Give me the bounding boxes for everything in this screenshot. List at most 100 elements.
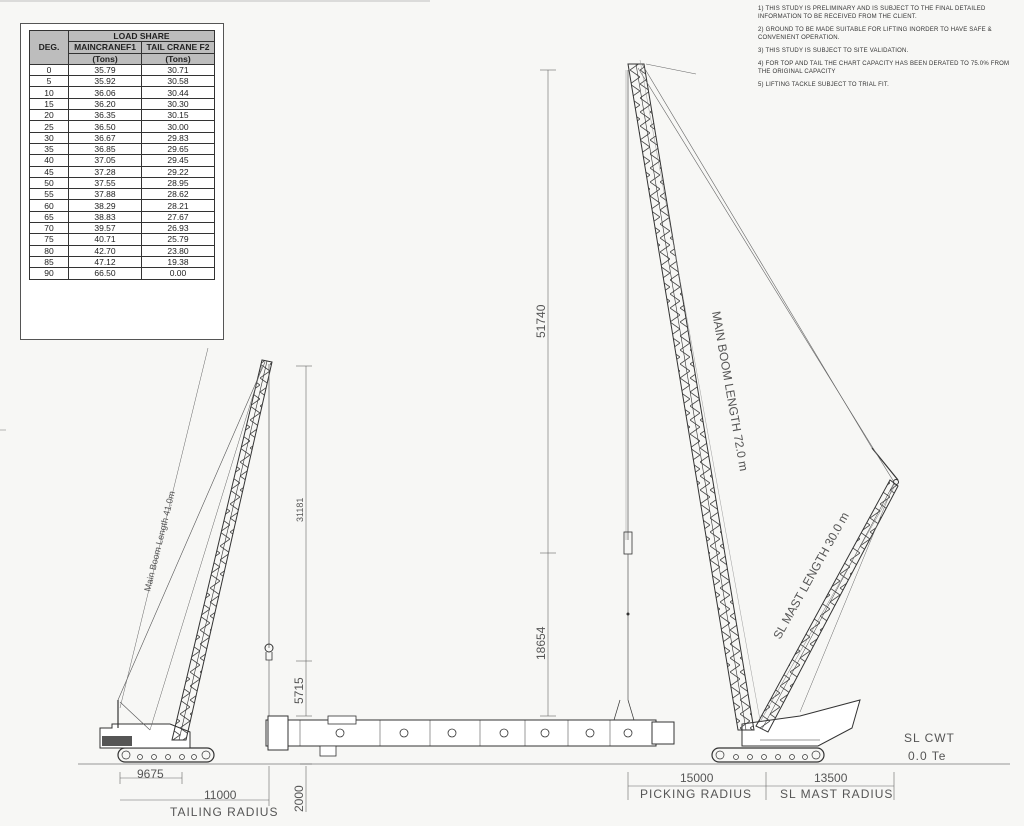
cell-deg: 70 [29, 222, 69, 235]
sl-cwt-label: SL CWT [904, 731, 955, 745]
cell-main: 37.88 [68, 188, 142, 201]
cell-main: 39.57 [68, 222, 142, 235]
cell-deg: 30 [29, 131, 69, 144]
cell-tail: 27.67 [141, 210, 215, 224]
cell-deg: 55 [29, 188, 69, 201]
cell-tail: 28.21 [141, 199, 215, 212]
load-share-table: DEG. LOAD SHARE MAINCRANEF1 TAIL CRANE F… [29, 29, 215, 280]
dim-2000: 2000 [292, 785, 306, 812]
tail-crane [99, 347, 274, 763]
cell-deg: 20 [29, 109, 69, 122]
cell-tail: 28.62 [141, 188, 215, 201]
main-boom-label: MAIN BOOM LENGTH 72.0 m [709, 310, 751, 472]
main-crane-tracks [711, 747, 825, 763]
cell-main: 42.70 [68, 244, 142, 257]
main-crane-unit: (Tons) [68, 52, 142, 65]
note-item: 1) THIS STUDY IS PRELIMINARY AND IS SUBJ… [758, 6, 986, 20]
cell-main: 47.12 [68, 255, 142, 269]
cell-deg: 15 [29, 97, 69, 111]
cell-deg: 90 [29, 267, 69, 280]
vessel [265, 699, 675, 757]
cell-main: 37.05 [68, 154, 142, 167]
cell-main: 36.67 [68, 131, 142, 144]
note-item: 5) LIFTING TACKLE SUBJECT TO TRIAL FIT. [758, 82, 889, 88]
cell-main: 40.71 [68, 233, 142, 246]
dim-15000: 15000 [680, 771, 714, 785]
cell-tail: 25.79 [141, 233, 215, 246]
main-crane [623, 59, 899, 763]
cell-tail: 30.15 [141, 109, 215, 122]
cell-deg: 5 [29, 75, 69, 88]
cell-tail: 29.22 [141, 165, 215, 178]
load-share-table-panel: DEG. LOAD SHARE MAINCRANEF1 TAIL CRANE F… [20, 23, 224, 340]
cell-deg: 0 [29, 63, 69, 77]
cell-main: 36.20 [68, 97, 142, 111]
cell-deg: 10 [29, 86, 69, 99]
cell-deg: 40 [29, 154, 69, 167]
cell-tail: 19.38 [141, 255, 215, 269]
sl-mast-radius-label: SL MAST RADIUS [780, 787, 893, 801]
tail-crane-unit: (Tons) [141, 52, 215, 65]
cell-deg: 50 [29, 176, 69, 190]
cell-tail: 30.30 [141, 97, 215, 111]
cell-tail: 26.93 [141, 222, 215, 235]
tail-crane-header: TAIL CRANE F2 [141, 41, 215, 54]
cell-main: 36.85 [68, 142, 142, 156]
cell-tail: 30.71 [141, 63, 215, 77]
cell-tail: 29.83 [141, 131, 215, 144]
dim-13500: 13500 [814, 771, 848, 785]
note-item: 3) THIS STUDY IS SUBJECT TO SITE VALIDAT… [758, 48, 909, 54]
cell-main: 35.92 [68, 75, 142, 88]
note-item: 2) GROUND TO BE MADE SUITABLE FOR LIFTIN… [758, 27, 992, 41]
dim-31181: 31181 [295, 498, 305, 522]
cell-main: 36.50 [68, 120, 142, 133]
tail-crane-boom [171, 359, 273, 741]
cell-tail: 30.58 [141, 75, 215, 88]
cell-main: 36.35 [68, 109, 142, 122]
cell-main: 38.29 [68, 199, 142, 212]
dim-9675: 9675 [137, 767, 164, 781]
cell-tail: 23.80 [141, 244, 215, 257]
cell-tail: 30.00 [141, 120, 215, 133]
cell-tail: 30.44 [141, 86, 215, 99]
cell-main: 37.55 [68, 176, 142, 190]
cell-tail: 0.00 [141, 267, 215, 280]
vessel-shell [265, 719, 657, 747]
dim-51740: 51740 [534, 304, 548, 338]
tailing-radius-label: TAILING RADIUS [170, 805, 278, 819]
cell-deg: 35 [29, 142, 69, 156]
cell-main: 38.83 [68, 210, 142, 224]
cell-deg: 80 [29, 244, 69, 257]
sl-cwt-value: 0.0 Te [908, 749, 946, 763]
dim-18654: 18654 [534, 626, 548, 660]
cell-deg: 25 [29, 120, 69, 133]
dim-11000: 11000 [204, 788, 237, 802]
picking-radius-label: PICKING RADIUS [640, 787, 752, 801]
cell-tail: 29.45 [141, 154, 215, 167]
notes-block: 1) THIS STUDY IS PRELIMINARY AND IS SUBJ… [758, 5, 1020, 94]
cell-deg: 45 [29, 165, 69, 178]
dim-5715: 5715 [292, 677, 306, 704]
cell-deg: 85 [29, 255, 69, 269]
cell-deg: 75 [29, 233, 69, 246]
main-crane-header: MAINCRANEF1 [68, 41, 142, 54]
note-item: 4) FOR TOP AND TAIL THE CHART CAPACITY H… [758, 61, 1010, 75]
